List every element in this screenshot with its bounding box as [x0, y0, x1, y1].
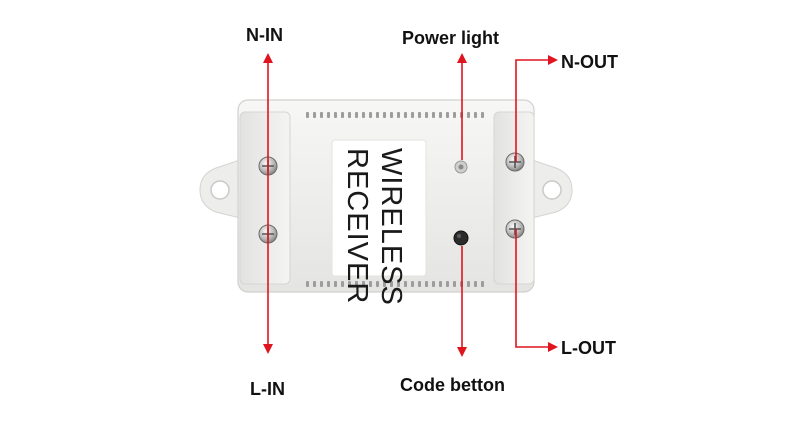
- vent-slot: [404, 281, 407, 287]
- vent-slot: [306, 112, 309, 118]
- vent-slot: [383, 112, 386, 118]
- vent-slot: [467, 281, 470, 287]
- vent-slot: [432, 112, 435, 118]
- vent-slot: [418, 281, 421, 287]
- code-button[interactable]: [453, 230, 469, 246]
- vent-slot: [453, 112, 456, 118]
- vent-slot: [390, 112, 393, 118]
- right-mounting-ear: [531, 159, 573, 219]
- vent-slot: [341, 112, 344, 118]
- label-l-in: L-IN: [250, 379, 285, 399]
- vent-slot: [474, 112, 477, 118]
- vent-slot: [369, 112, 372, 118]
- arrow-icon: [515, 55, 558, 162]
- vent-slot: [425, 112, 428, 118]
- vent-slot: [348, 281, 351, 287]
- vent-slot: [411, 281, 414, 287]
- vent-slot: [320, 112, 323, 118]
- vent-slot: [474, 281, 477, 287]
- vent-slot: [306, 281, 309, 287]
- label-n-in: N-IN: [246, 25, 283, 45]
- vent-slot: [446, 281, 449, 287]
- vent-slot: [432, 281, 435, 287]
- bottom-vents: [306, 281, 484, 287]
- screw-icon: [505, 219, 525, 239]
- vent-slot: [397, 281, 400, 287]
- vent-slot: [397, 112, 400, 118]
- vent-slot: [327, 281, 330, 287]
- vent-slot: [418, 112, 421, 118]
- vent-slot: [313, 112, 316, 118]
- vent-slot: [376, 281, 379, 287]
- vent-slot: [369, 281, 372, 287]
- vent-slot: [355, 112, 358, 118]
- vent-slot: [348, 112, 351, 118]
- vent-slot: [383, 281, 386, 287]
- vent-slot: [362, 281, 365, 287]
- vent-slot: [376, 112, 379, 118]
- arrow-icon: [515, 229, 558, 352]
- vent-slot: [390, 281, 393, 287]
- device-text-line1: WIRELESS: [375, 148, 407, 306]
- vent-slot: [467, 112, 470, 118]
- vent-slot: [341, 281, 344, 287]
- vent-slot: [327, 112, 330, 118]
- label-panel: [331, 139, 427, 277]
- vent-slot: [334, 281, 337, 287]
- top-vents: [306, 112, 484, 118]
- vent-slot: [425, 281, 428, 287]
- vent-slot: [439, 281, 442, 287]
- vent-slot: [453, 281, 456, 287]
- power-light-led: [454, 160, 468, 174]
- vent-slot: [404, 112, 407, 118]
- vent-slot: [411, 112, 414, 118]
- label-l-out: L-OUT: [561, 338, 616, 358]
- label-code-button: Code betton: [400, 375, 505, 395]
- vent-slot: [446, 112, 449, 118]
- vent-slot: [481, 112, 484, 118]
- vent-slot: [362, 112, 365, 118]
- label-n-out: N-OUT: [561, 52, 618, 72]
- label-power-light: Power light: [402, 28, 500, 48]
- vent-slot: [313, 281, 316, 287]
- screw-icon: [505, 152, 525, 172]
- device-text-line2: RECEIVER: [341, 148, 373, 304]
- vent-slot: [334, 112, 337, 118]
- vent-slot: [320, 281, 323, 287]
- vent-slot: [439, 112, 442, 118]
- left-mounting-ear: [199, 159, 241, 219]
- vent-slot: [481, 281, 484, 287]
- vent-slot: [355, 281, 358, 287]
